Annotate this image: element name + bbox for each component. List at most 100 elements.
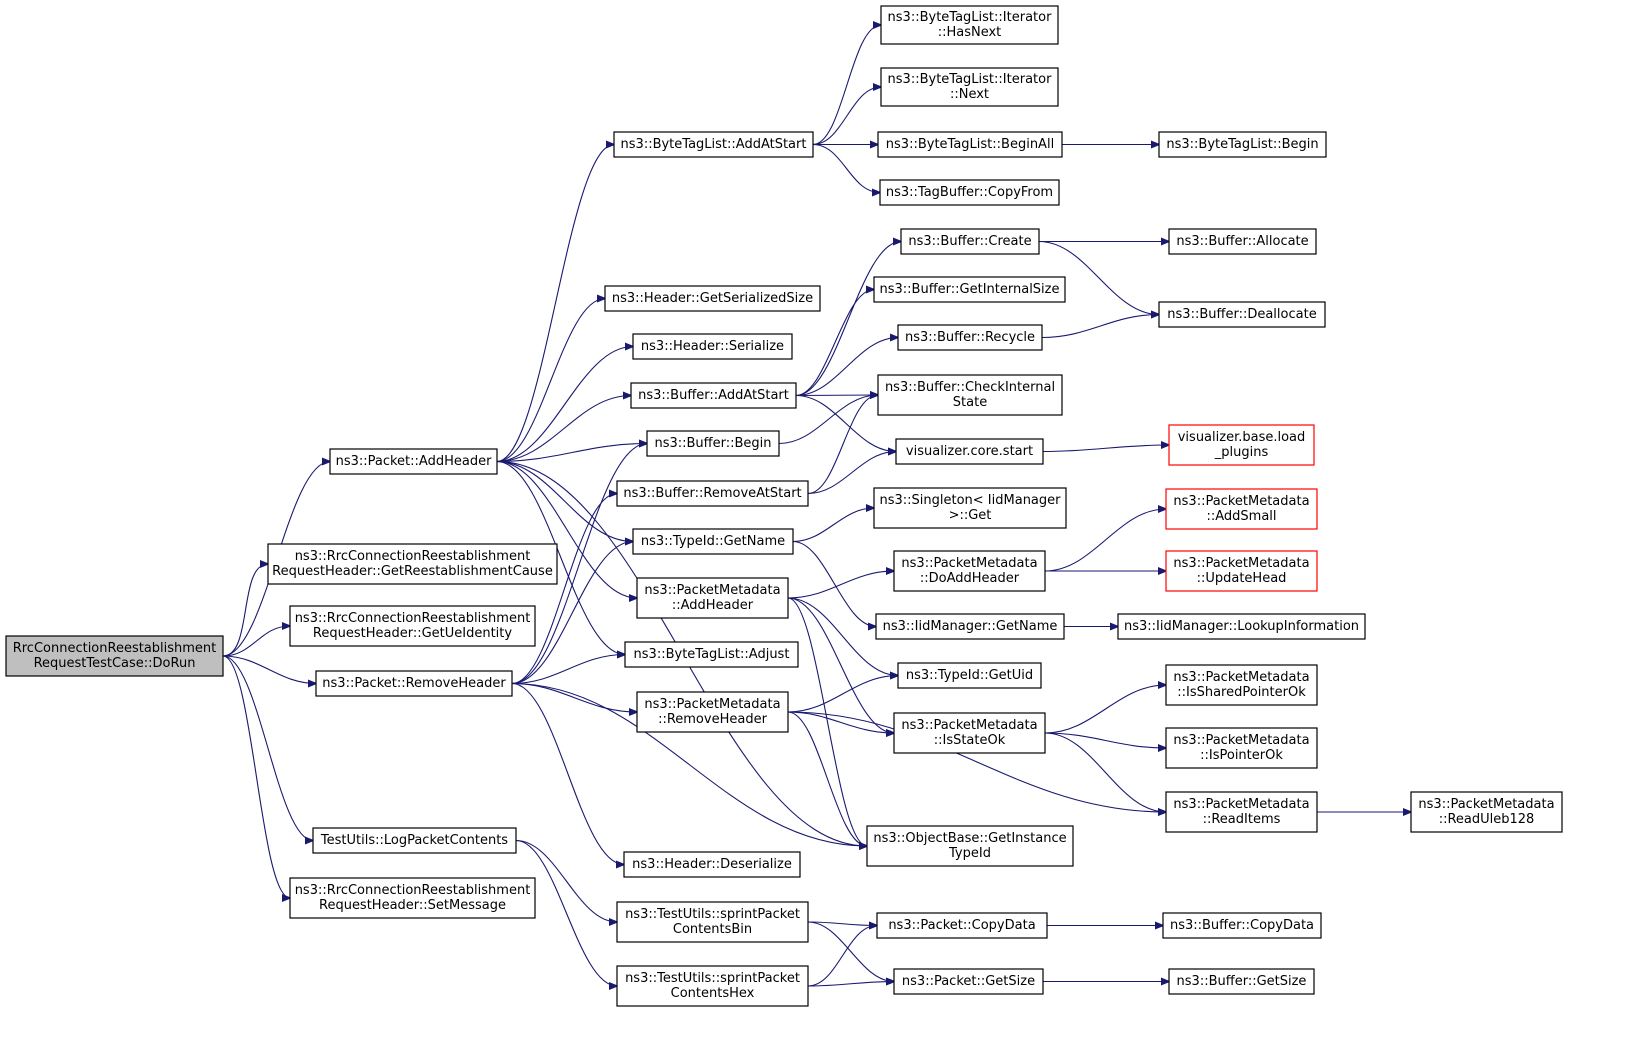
node-box bbox=[1158, 131, 1327, 158]
edge-btlAddAtStart-to-tbCopyFrom bbox=[812, 143, 880, 193]
node-label-line: ns3::PacketMetadata bbox=[901, 556, 1037, 571]
node-ns3-packet-copydata[interactable]: ns3::Packet::CopyData bbox=[876, 912, 1048, 939]
node-box bbox=[880, 67, 1059, 107]
node-box bbox=[646, 430, 780, 457]
node-label-line: ns3::ByteTagList::AddAtStart bbox=[621, 137, 807, 152]
node-ns3-packetmetadata-updatehead[interactable]: ns3::PacketMetadata::UpdateHead bbox=[1165, 550, 1318, 592]
node-label-line: visualizer.base.load bbox=[1178, 430, 1306, 445]
edge-bufAddAtStart-to-bufCheckInternal bbox=[795, 395, 878, 396]
node-ns3-singleton-iidmanager-get[interactable]: ns3::Singleton< IidManager>::Get bbox=[873, 487, 1067, 529]
node-box bbox=[893, 550, 1046, 592]
edge-pmAddHeader-to-pmIsStateOk bbox=[787, 597, 894, 733]
node-label-line: ns3::Buffer::GetInternalSize bbox=[880, 282, 1060, 297]
node-ns3-bytetaglist-adjust[interactable]: ns3::ByteTagList::Adjust bbox=[624, 641, 799, 668]
node-box bbox=[604, 285, 821, 312]
node-ns3-iidmanager-getname[interactable]: ns3::IidManager::GetName bbox=[875, 613, 1065, 640]
node-box bbox=[1168, 228, 1317, 255]
node-ns3-buffer-getsize[interactable]: ns3::Buffer::GetSize bbox=[1168, 968, 1315, 995]
node-ns3-buffer-create[interactable]: ns3::Buffer::Create bbox=[900, 228, 1040, 255]
node-ns3-packet-removeheader[interactable]: ns3::Packet::RemoveHeader bbox=[315, 670, 513, 697]
node-label-line: ns3::ByteTagList::BeginAll bbox=[886, 137, 1054, 152]
node-ns3-buffer-begin[interactable]: ns3::Buffer::Begin bbox=[646, 430, 780, 457]
node-box bbox=[315, 670, 513, 697]
node-ns3-tagbuffer-copyfrom[interactable]: ns3::TagBuffer::CopyFrom bbox=[879, 179, 1060, 206]
node-ns3-bytetaglist-beginall[interactable]: ns3::ByteTagList::BeginAll bbox=[877, 131, 1063, 158]
node-ns3-bytetaglist-begin[interactable]: ns3::ByteTagList::Begin bbox=[1158, 131, 1327, 158]
node-label-line: ContentsHex bbox=[671, 986, 755, 1001]
node-ns3-bytetaglist-iterator-next[interactable]: ns3::ByteTagList::Iterator::Next bbox=[880, 67, 1059, 107]
node-ns3-packet-getsize[interactable]: ns3::Packet::GetSize bbox=[893, 968, 1044, 995]
edge-btlAddAtStart-to-itNext bbox=[812, 87, 881, 146]
node-ns3-bytetaglist-iterator-hasnext[interactable]: ns3::ByteTagList::Iterator::HasNext bbox=[880, 5, 1059, 45]
node-ns3-buffer-getinternalsize[interactable]: ns3::Buffer::GetInternalSize bbox=[873, 276, 1066, 303]
node-ns3-rrcconnectionreestablishment-requestheader-setmessage[interactable]: ns3::RrcConnectionReestablishmentRequest… bbox=[289, 877, 536, 919]
node-ns3-buffer-copydata[interactable]: ns3::Buffer::CopyData bbox=[1162, 912, 1322, 939]
node-visualizer-core-start[interactable]: visualizer.core.start bbox=[895, 438, 1044, 465]
node-ns3-header-getserializedsize[interactable]: ns3::Header::GetSerializedSize bbox=[604, 285, 821, 312]
node-label-line: ns3::PacketMetadata bbox=[1173, 670, 1309, 685]
node-box bbox=[877, 131, 1063, 158]
node-ns3-packetmetadata-isstateok[interactable]: ns3::PacketMetadata::IsStateOk bbox=[893, 712, 1046, 754]
node-box bbox=[879, 179, 1060, 206]
node-box bbox=[613, 131, 814, 158]
node-label-line: ns3::Buffer::AddAtStart bbox=[638, 388, 789, 403]
node-ns3-typeid-getuid[interactable]: ns3::TypeId::GetUid bbox=[897, 662, 1042, 689]
node-ns3-buffer-addatstart[interactable]: ns3::Buffer::AddAtStart bbox=[630, 382, 797, 409]
node-label-line: ::ReadUleb128 bbox=[1439, 812, 1535, 827]
node-box bbox=[900, 228, 1040, 255]
edge-sprintBin-to-pktGetSize bbox=[807, 921, 894, 982]
node-visualizer-base-load-plugins[interactable]: visualizer.base.load_plugins bbox=[1168, 424, 1315, 466]
node-box bbox=[636, 691, 789, 733]
node-ns3-packetmetadata-issharedpointerok[interactable]: ns3::PacketMetadata::IsSharedPointerOk bbox=[1165, 664, 1318, 706]
node-label-line: ns3::Packet::AddHeader bbox=[336, 454, 492, 469]
call-edges bbox=[222, 25, 1411, 986]
edge-bufRemoveAtStart-to-bufCheckInternal bbox=[807, 395, 878, 495]
node-ns3-buffer-deallocate[interactable]: ns3::Buffer::Deallocate bbox=[1158, 301, 1326, 328]
edge-btlAddAtStart-to-itHasNext bbox=[812, 25, 881, 146]
node-ns3-typeid-getname[interactable]: ns3::TypeId::GetName bbox=[632, 528, 794, 555]
node-ns3-packetmetadata-ispointerok[interactable]: ns3::PacketMetadata::IsPointerOk bbox=[1165, 727, 1318, 769]
edge-pktAddHeader-to-hdrSerialize bbox=[496, 347, 633, 463]
node-label-line: RequestHeader::GetUeIdentity bbox=[313, 626, 512, 641]
node-ns3-rrcconnectionreestablishment-requestheader-getueidentity[interactable]: ns3::RrcConnectionReestablishmentRequest… bbox=[289, 605, 536, 647]
node-rrcconnectionreestablishment-requesttestcase-dorun[interactable]: RrcConnectionReestablishmentRequestTestC… bbox=[5, 635, 224, 677]
node-label-line: ns3::ByteTagList::Iterator bbox=[888, 72, 1053, 87]
node-label-line: ::Next bbox=[950, 87, 989, 102]
node-box bbox=[636, 577, 789, 619]
node-ns3-rrcconnectionreestablishment-requestheader-getreestablishmentcause[interactable]: ns3::RrcConnectionReestablishmentRequest… bbox=[267, 543, 558, 585]
node-ns3-packetmetadata-removeheader[interactable]: ns3::PacketMetadata::RemoveHeader bbox=[636, 691, 789, 733]
node-label-line: ns3::PacketMetadata bbox=[644, 583, 780, 598]
node-box bbox=[616, 480, 809, 507]
node-ns3-packetmetadata-readuleb128[interactable]: ns3::PacketMetadata::ReadUleb128 bbox=[1410, 791, 1563, 833]
node-testutils-logpacketcontents[interactable]: TestUtils::LogPacketContents bbox=[312, 827, 517, 854]
node-ns3-bytetaglist-addatstart[interactable]: ns3::ByteTagList::AddAtStart bbox=[613, 131, 814, 158]
edge-pktRemoveHeader-to-typeGetName bbox=[511, 542, 633, 685]
node-box bbox=[623, 851, 801, 878]
node-ns3-header-deserialize[interactable]: ns3::Header::Deserialize bbox=[623, 851, 801, 878]
node-box bbox=[1168, 968, 1315, 995]
node-ns3-packetmetadata-readitems[interactable]: ns3::PacketMetadata::ReadItems bbox=[1165, 791, 1318, 833]
node-ns3-header-serialize[interactable]: ns3::Header::Serialize bbox=[632, 333, 793, 360]
node-box bbox=[893, 968, 1044, 995]
node-ns3-iidmanager-lookupinformation[interactable]: ns3::IidManager::LookupInformation bbox=[1117, 613, 1366, 640]
node-box bbox=[895, 438, 1044, 465]
node-ns3-packetmetadata-addsmall[interactable]: ns3::PacketMetadata::AddSmall bbox=[1165, 488, 1318, 530]
node-ns3-buffer-removeatstart[interactable]: ns3::Buffer::RemoveAtStart bbox=[616, 480, 809, 507]
edge-pktAddHeader-to-bufAddAtStart bbox=[496, 396, 631, 463]
node-ns3-buffer-recycle[interactable]: ns3::Buffer::Recycle bbox=[897, 324, 1043, 351]
node-ns3-buffer-allocate[interactable]: ns3::Buffer::Allocate bbox=[1168, 228, 1317, 255]
node-label-line: ns3::Header::Serialize bbox=[641, 339, 784, 354]
edge-doRun-to-logPkt bbox=[222, 655, 313, 841]
node-label-line: ns3::ObjectBase::GetInstance bbox=[873, 831, 1066, 846]
node-ns3-packetmetadata-addheader[interactable]: ns3::PacketMetadata::AddHeader bbox=[636, 577, 789, 619]
call-nodes: RrcConnectionReestablishmentRequestTestC… bbox=[5, 5, 1563, 1007]
node-label-line: ns3::ByteTagList::Adjust bbox=[634, 647, 790, 662]
node-ns3-packetmetadata-doaddheader[interactable]: ns3::PacketMetadata::DoAddHeader bbox=[893, 550, 1046, 592]
node-label-line: State bbox=[953, 395, 987, 410]
edge-typeGetName-to-iidGetName bbox=[792, 540, 876, 627]
node-ns3-packet-addheader[interactable]: ns3::Packet::AddHeader bbox=[329, 448, 498, 475]
